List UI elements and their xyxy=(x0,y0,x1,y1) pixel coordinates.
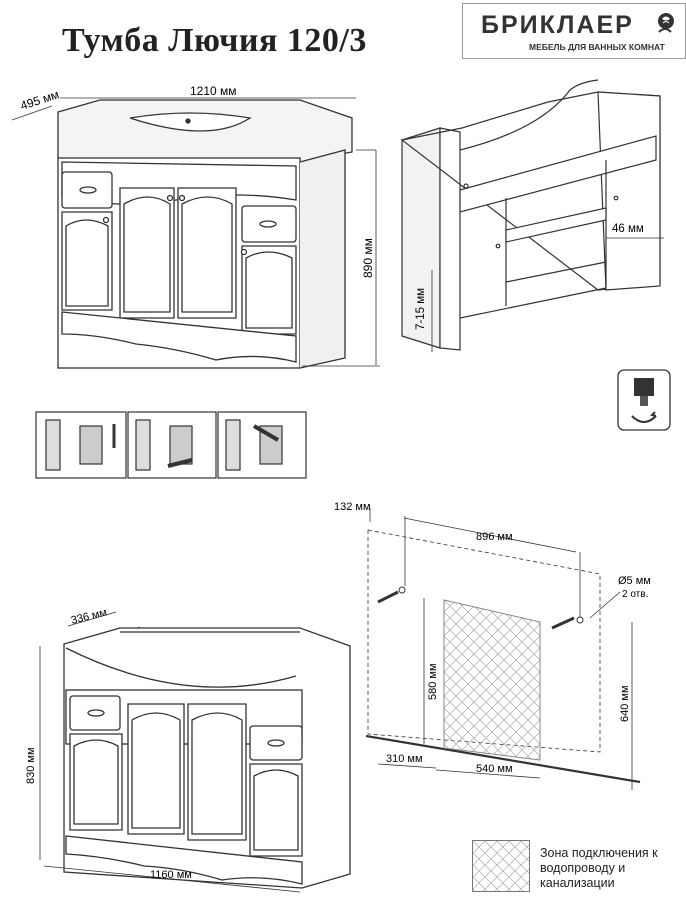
hinge-adjust-icon xyxy=(35,411,307,479)
cabinet-carcass-view xyxy=(400,79,661,351)
dim-shelf-gap: 46 мм xyxy=(612,223,644,235)
dim-body-height: 830 мм xyxy=(25,747,37,784)
dim-body-width: 1160 мм xyxy=(150,869,192,881)
dim-mount-offset: 132 мм xyxy=(334,501,371,513)
dim-zone-left: 310 мм xyxy=(386,753,423,765)
mounting-scheme xyxy=(365,508,641,790)
legend-swatch xyxy=(472,840,530,892)
rose-icon xyxy=(658,13,674,33)
leg-adjust-icon xyxy=(617,369,671,431)
dim-depth: 495 мм xyxy=(19,87,61,113)
page-title: Тумба Лючия 120/3 xyxy=(62,22,367,59)
brand-name: БРИКЛАЕР xyxy=(481,11,634,39)
cabinet-mount-view xyxy=(63,627,351,889)
dim-mount-span: 896 мм xyxy=(476,531,513,543)
dim-hole: Ø5 мм xyxy=(618,575,651,587)
dim-height: 890 мм xyxy=(361,238,375,278)
legend-text: Зона подключения к водопроводу и канализ… xyxy=(540,846,658,890)
connection-zone xyxy=(443,599,541,761)
dim-zone-width: 540 мм xyxy=(476,763,513,775)
brand-tagline: МЕБЕЛЬ ДЛЯ ВАННЫХ КОМНАТ xyxy=(529,42,665,52)
brand-logo: БРИКЛАЕР МЕБЕЛЬ ДЛЯ ВАННЫХ КОМНАТ xyxy=(462,3,686,59)
dim-legs: 7-15 мм xyxy=(415,288,427,330)
dim-zone-height: 580 мм xyxy=(427,663,439,700)
dim-body-depth: 336 мм xyxy=(70,606,108,626)
dim-install-height: 640 мм xyxy=(619,685,631,722)
dim-hole-count: 2 отв. xyxy=(622,589,648,600)
dim-width: 1210 мм xyxy=(190,84,237,98)
cabinet-front-view xyxy=(57,99,353,369)
